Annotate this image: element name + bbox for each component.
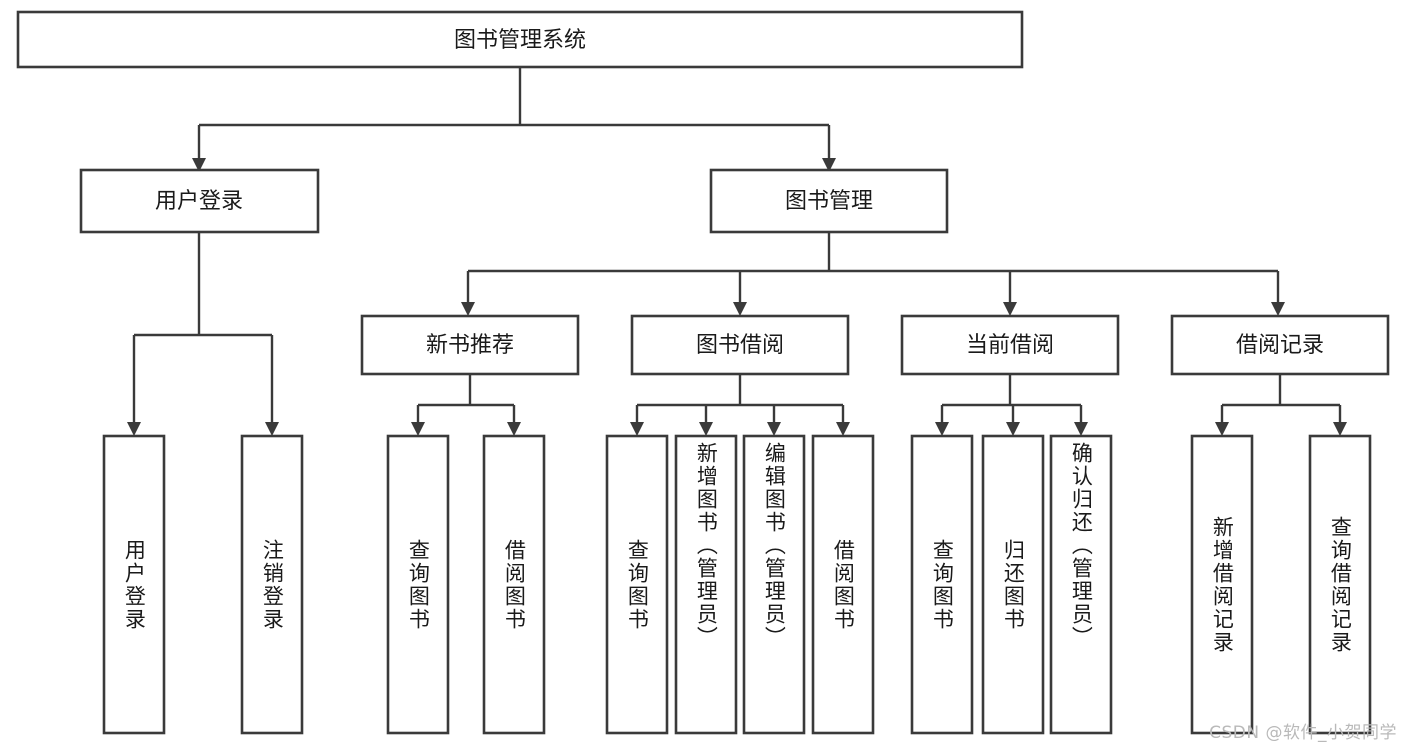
node-current-borrow-box[interactable]	[900, 314, 1120, 376]
arrowhead-leaf-edit-book	[767, 422, 781, 436]
node-new-book-rec[interactable]: 新书推荐	[360, 314, 580, 376]
csdn-watermark: CSDN @软件_小贺同学	[1209, 723, 1397, 743]
node-leaf-borrow-book-1-box[interactable]	[482, 434, 546, 735]
node-borrow-record[interactable]: 借阅记录	[1170, 314, 1390, 376]
arrowhead-borrow-record	[1271, 302, 1285, 316]
node-leaf-add-book-box[interactable]	[674, 434, 738, 735]
node-new-book-rec-box[interactable]	[360, 314, 580, 376]
node-root-box[interactable]	[16, 10, 1024, 69]
node-leaf-query-record-box[interactable]	[1308, 434, 1372, 735]
arrowhead-current-borrow	[1003, 302, 1017, 316]
arrowhead-leaf-borrow-book-1	[507, 422, 521, 436]
node-user-login-label: 用户登录	[155, 189, 243, 214]
node-leaf-edit-book-box[interactable]	[742, 434, 806, 735]
arrowhead-leaf-query-book-2	[630, 422, 644, 436]
node-borrow-record-box[interactable]	[1170, 314, 1390, 376]
arrowhead-book-manage	[822, 158, 836, 172]
arrowhead-leaf-query-record	[1333, 422, 1347, 436]
arrowhead-leaf-return-book	[1006, 422, 1020, 436]
arrowhead-leaf-user-logout	[265, 422, 279, 436]
connector-group-book-borrow	[630, 374, 850, 436]
connector-group-current-borrow	[935, 374, 1088, 436]
arrowhead-user-login	[192, 158, 206, 172]
node-current-borrow[interactable]: 当前借阅	[900, 314, 1120, 376]
node-leaf-user-logout-box[interactable]	[240, 434, 304, 735]
node-book-borrow-label: 图书借阅	[696, 333, 784, 358]
node-book-manage-box[interactable]	[709, 168, 949, 234]
node-user-login-box[interactable]	[79, 168, 320, 234]
node-leaf-query-book-3-box[interactable]	[910, 434, 974, 735]
node-current-borrow-label: 当前借阅	[966, 333, 1054, 358]
connector-group-book-manage	[461, 232, 1285, 316]
node-leaf-query-book-1-box[interactable]	[386, 434, 450, 735]
node-leaf-query-book-2-box[interactable]	[605, 434, 669, 735]
arrowhead-book-borrow	[733, 302, 747, 316]
arrowhead-leaf-user-login	[127, 422, 141, 436]
node-leaf-user-login-box[interactable]	[102, 434, 166, 735]
connector-group-root	[192, 67, 836, 172]
arrowhead-leaf-query-book-1	[411, 422, 425, 436]
node-new-book-rec-label: 新书推荐	[426, 333, 514, 358]
connector-group-borrow-record	[1215, 374, 1347, 436]
node-book-borrow[interactable]: 图书借阅	[630, 314, 850, 376]
node-leaf-borrow-book-2-box[interactable]	[811, 434, 875, 735]
connector-group-new-book-rec	[411, 374, 521, 436]
arrowhead-leaf-borrow-book-2	[836, 422, 850, 436]
node-leaf-return-book-box[interactable]	[981, 434, 1045, 735]
arrowhead-leaf-query-book-3	[935, 422, 949, 436]
connector-group-user-login	[127, 232, 279, 436]
node-book-manage-label: 图书管理	[785, 189, 873, 214]
arrowhead-leaf-confirm-return	[1074, 422, 1088, 436]
arrowhead-leaf-add-record	[1215, 422, 1229, 436]
node-book-borrow-box[interactable]	[630, 314, 850, 376]
arrowhead-leaf-add-book	[699, 422, 713, 436]
node-root[interactable]: 图书管理系统	[16, 10, 1024, 69]
node-borrow-record-label: 借阅记录	[1236, 333, 1324, 358]
node-leaf-confirm-return-box[interactable]	[1049, 434, 1113, 735]
node-root-label: 图书管理系统	[454, 28, 586, 53]
arrowhead-new-book-rec	[461, 302, 475, 316]
node-leaf-add-record-box[interactable]	[1190, 434, 1254, 735]
node-book-manage[interactable]: 图书管理	[709, 168, 949, 234]
node-user-login[interactable]: 用户登录	[79, 168, 320, 234]
